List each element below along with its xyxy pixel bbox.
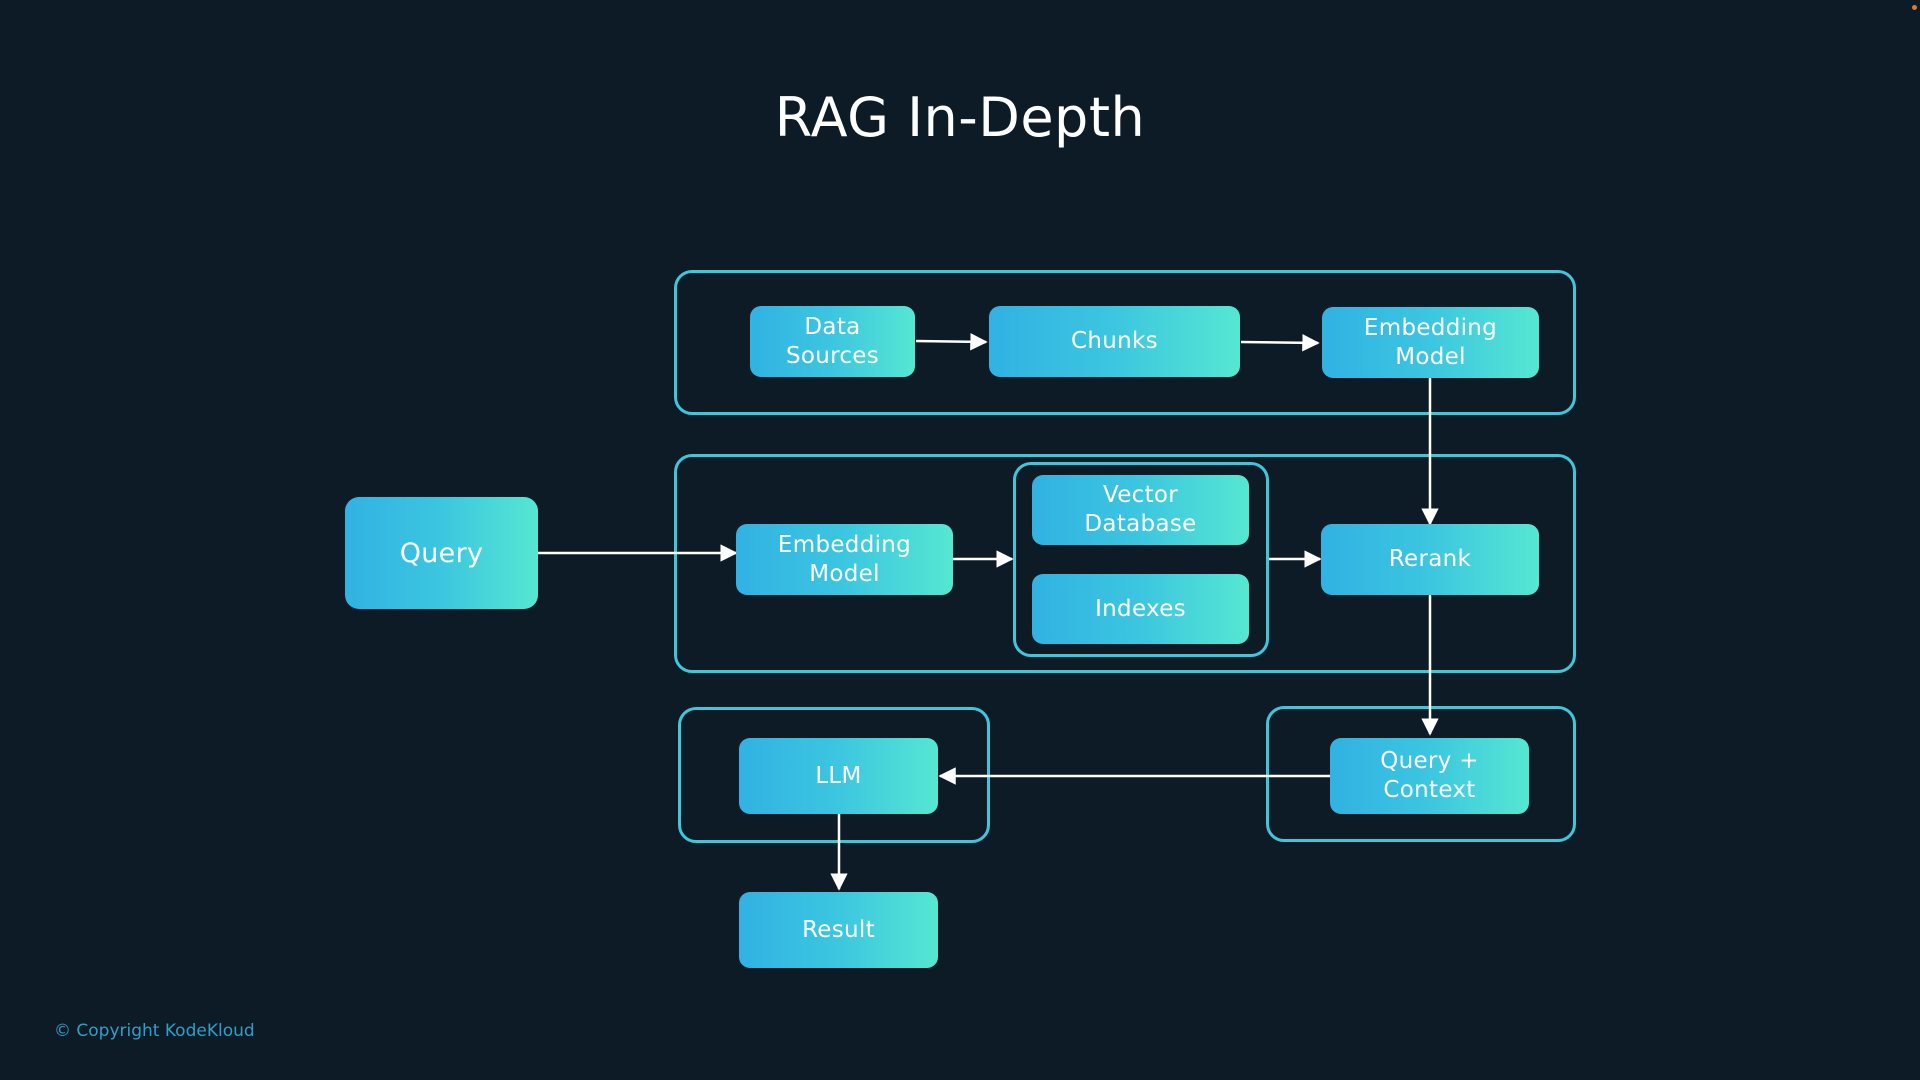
ingestion-group — [674, 270, 1576, 415]
arrow-data-sources-to-chunks — [915, 333, 988, 351]
context-group — [1266, 706, 1576, 842]
arrow-chunks-to-embedding-model — [1240, 334, 1320, 352]
storage-group — [1013, 462, 1269, 657]
vector-database-node: Vector Database — [1032, 475, 1249, 545]
slide-title: RAG In-Depth — [774, 86, 1146, 149]
embedding-model-query-node: Embedding Model — [736, 524, 953, 595]
query-node: Query — [345, 497, 538, 609]
result-node: Result — [739, 892, 938, 968]
query-context-node: Query + Context — [1330, 738, 1529, 814]
data-sources-node: Data Sources — [750, 306, 915, 377]
copyright-notice: © Copyright KodeKloud — [54, 1021, 255, 1041]
llm-node: LLM — [739, 738, 938, 814]
indexes-node: Indexes — [1032, 574, 1249, 644]
chunks-node: Chunks — [989, 306, 1240, 377]
embedding-model-ingest-node: Embedding Model — [1322, 307, 1539, 378]
rerank-node: Rerank — [1321, 524, 1539, 595]
retrieval-group — [674, 454, 1576, 673]
recording-indicator — [1912, 5, 1917, 10]
